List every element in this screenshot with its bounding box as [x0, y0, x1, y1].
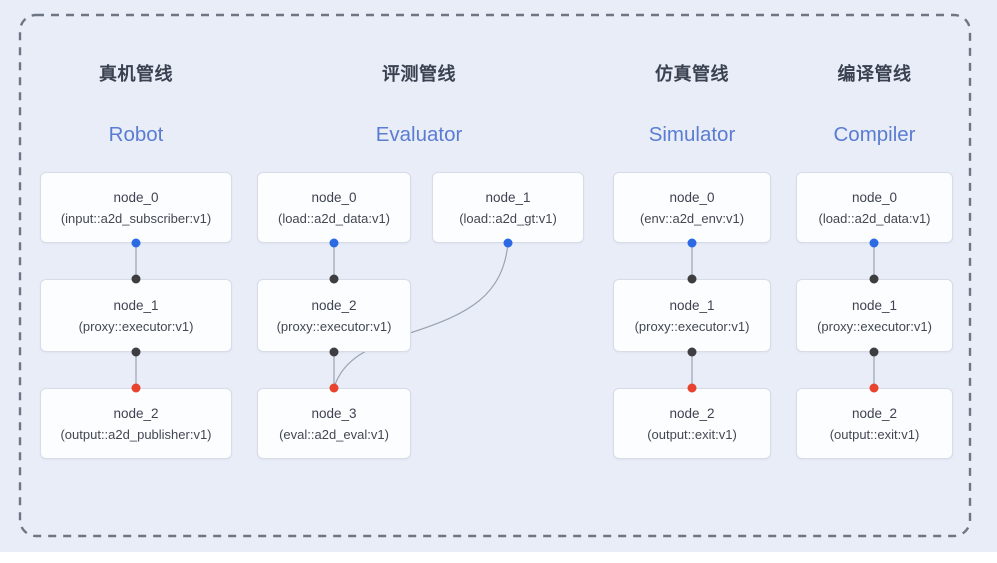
node-simulator-0: node_0 (env::a2d_env:v1)	[613, 172, 771, 243]
node-simulator-1: node_1 (proxy::executor:v1)	[613, 279, 771, 352]
node-evaluator-3: node_3 (eval::a2d_eval:v1)	[257, 388, 411, 459]
output-port-dot	[869, 238, 879, 248]
pipeline-title-cn: 评测管线	[382, 64, 456, 84]
node-name: node_0	[851, 189, 898, 205]
pipeline-subtitle-en: Simulator	[648, 123, 736, 146]
node-name: node_2	[669, 405, 715, 421]
output-port-dot	[503, 238, 513, 248]
node-type: (input::a2d_subscriber:v1)	[60, 210, 212, 226]
node-robot-2: node_2 (output::a2d_publisher:v1)	[40, 388, 232, 459]
node-name: node_0	[311, 189, 357, 205]
node-simulator-2: node_2 (output::exit:v1)	[613, 388, 771, 459]
output-port-dot	[329, 347, 339, 357]
node-robot-0: node_0 (input::a2d_subscriber:v1)	[40, 172, 232, 243]
node-compiler-0: node_0 (load::a2d_data:v1)	[796, 172, 953, 243]
node-name: node_2	[311, 297, 357, 313]
input-port-dot	[131, 274, 141, 284]
node-compiler-2: node_2 (output::exit:v1)	[796, 388, 953, 459]
pipeline-subtitle-en: Evaluator	[375, 123, 463, 146]
input-port-dot	[329, 274, 339, 284]
pipeline-title-cn: 编译管线	[837, 64, 912, 84]
node-name: node_1	[851, 297, 898, 313]
input-port-dot	[329, 383, 339, 393]
dashed-border-frame	[18, 13, 972, 538]
node-evaluator-1: node_1 (load::a2d_gt:v1)	[432, 172, 584, 243]
node-evaluator-2: node_2 (proxy::executor:v1)	[257, 279, 411, 352]
node-compiler-1: node_1 (proxy::executor:v1)	[796, 279, 953, 352]
output-port-dot	[329, 238, 339, 248]
pipeline-title-cn: 真机管线	[99, 64, 173, 84]
output-port-dot	[687, 347, 697, 357]
input-port-dot	[131, 383, 141, 393]
node-name: node_2	[851, 405, 898, 421]
node-type: (proxy::executor:v1)	[78, 318, 194, 334]
output-port-dot	[869, 347, 879, 357]
node-type: (load::a2d_data:v1)	[818, 210, 931, 226]
node-type: (output::exit:v1)	[647, 426, 737, 442]
node-type: (load::a2d_data:v1)	[277, 210, 391, 226]
node-name: node_2	[113, 405, 159, 421]
input-port-dot	[687, 274, 697, 284]
node-type: (output::a2d_publisher:v1)	[60, 426, 212, 442]
input-port-dot	[869, 383, 879, 393]
node-name: node_0	[113, 189, 159, 205]
node-name: node_1	[485, 189, 531, 205]
node-type: (eval::a2d_eval:v1)	[279, 426, 389, 442]
edge-evaluator-n1-n3	[333, 242, 509, 389]
node-type: (proxy::executor:v1)	[276, 318, 392, 334]
node-name: node_1	[669, 297, 715, 313]
node-robot-1: node_1 (proxy::executor:v1)	[40, 279, 232, 352]
node-name: node_0	[669, 189, 715, 205]
pipeline-title-cn: 仿真管线	[655, 64, 729, 84]
node-type: (proxy::executor:v1)	[817, 318, 932, 334]
input-port-dot	[869, 274, 879, 284]
pipeline-subtitle-en: Robot	[108, 123, 164, 146]
pipeline-subtitle-en: Compiler	[833, 123, 916, 146]
node-type: (env::a2d_env:v1)	[639, 210, 745, 226]
node-name: node_1	[113, 297, 159, 313]
node-type: (load::a2d_gt:v1)	[459, 210, 557, 226]
node-type: (proxy::executor:v1)	[634, 318, 750, 334]
node-name: node_3	[311, 405, 357, 421]
input-port-dot	[687, 383, 697, 393]
output-port-dot	[687, 238, 697, 248]
node-type: (output::exit:v1)	[829, 426, 920, 442]
output-port-dot	[131, 238, 141, 248]
output-port-dot	[131, 347, 141, 357]
node-evaluator-0: node_0 (load::a2d_data:v1)	[257, 172, 411, 243]
